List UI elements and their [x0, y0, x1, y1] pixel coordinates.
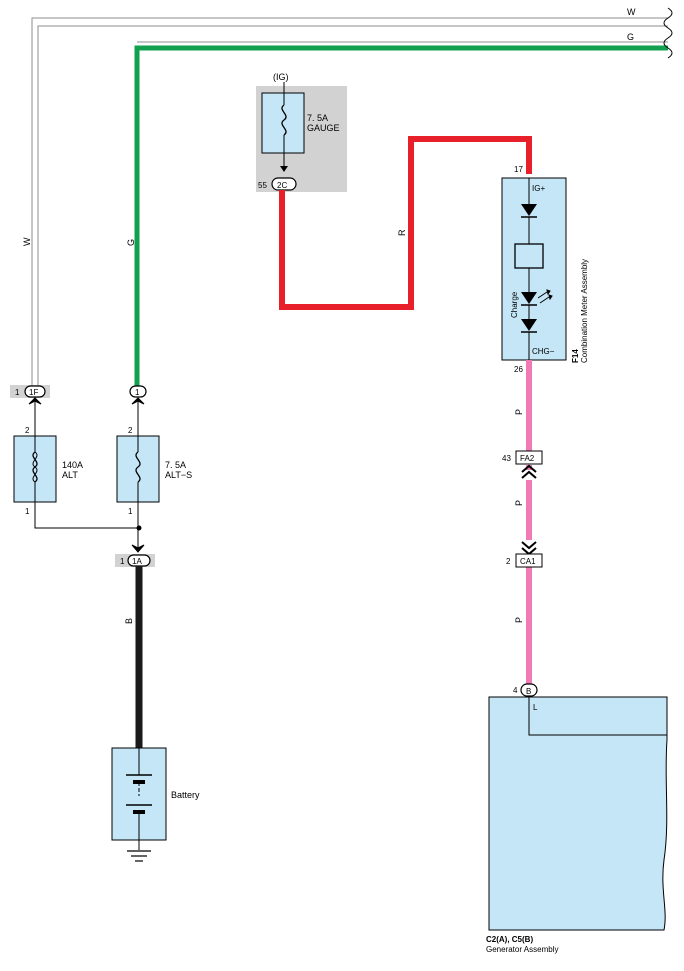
wire-w-top-label: W — [627, 7, 636, 17]
connector-b-pin: 4 — [513, 686, 518, 695]
connector-ca1-label: CA1 — [520, 557, 536, 566]
generator-terminal-label: L — [533, 703, 538, 712]
connector-1f-label: 1F — [29, 388, 38, 397]
wire-r — [279, 136, 532, 310]
fuse-alt-pin-bottom: 1 — [25, 507, 30, 516]
fuse-alts-name: ALT−S — [165, 470, 192, 480]
gauge-fuse-symbol — [281, 104, 287, 136]
fuse-alts-symbol — [135, 451, 141, 483]
wire-break-mark — [663, 7, 673, 59]
connector-1a-label: 1A — [132, 557, 142, 566]
connector-1f-pin: 1 — [15, 388, 20, 397]
wire-r-label: R — [397, 229, 407, 236]
gauge-fuse-rating: 7. 5A — [307, 113, 328, 123]
connector-fa2-pin: 43 — [502, 454, 511, 463]
connector-1-label: 1 — [135, 388, 140, 397]
wire-g-top-label: G — [627, 32, 634, 42]
connector-fa2-chevron-icon — [521, 464, 537, 479]
wire-b-label: B — [124, 618, 134, 624]
charge-led-icon — [521, 292, 537, 304]
gauge-fuse-ig-label: (IG) — [273, 72, 289, 82]
generator-code: C2(A), C5(B) — [486, 935, 533, 944]
meter-ig-label: IG+ — [532, 184, 545, 193]
wire-w-vertical-label: W — [22, 237, 32, 246]
gauge-fuse-box — [261, 92, 305, 154]
generator-name: Generator Assembly — [486, 945, 558, 954]
fuse-alts-pin-top: 2 — [128, 426, 133, 435]
fuse-alt-rating: 140A — [62, 460, 83, 470]
meter-pin-ig: 17 — [514, 165, 523, 174]
wire-g-vertical-label: G — [126, 239, 136, 246]
connector-ca1 — [515, 553, 543, 568]
wire-p2-label: P — [514, 500, 524, 506]
meter-ic-block — [514, 243, 544, 269]
splice-point — [136, 525, 142, 531]
fuse-alt-pin-top: 2 — [25, 426, 30, 435]
led-light-rays-icon — [537, 289, 553, 304]
gauge-fuse-pin: 55 — [258, 181, 267, 190]
connector-ca1-chevron-icon — [521, 541, 537, 556]
battery-icon — [126, 748, 152, 850]
connector-fa2 — [515, 450, 543, 465]
meter-code: F14 — [571, 349, 580, 363]
wire-w — [31, 17, 668, 386]
fuse-alts-rating: 7. 5A — [165, 460, 186, 470]
wire-p1-label: P — [514, 409, 524, 415]
fuse-alt-name: ALT — [62, 470, 78, 480]
wire-g — [134, 41, 668, 386]
meter-charge-label: Charge — [510, 291, 519, 318]
connector-b-label: B — [526, 687, 531, 696]
connector-1a-pin: 1 — [120, 557, 125, 566]
meter-name: Combination Meter Assembly — [580, 259, 589, 363]
connector-2c-label: 2C — [277, 181, 287, 190]
diode-1-icon — [521, 204, 537, 216]
gauge-fuse-name: GAUGE — [307, 123, 340, 133]
meter-chg-label: CHG− — [532, 347, 555, 356]
connector-ca1-pin: 2 — [506, 557, 511, 566]
ground-icon — [127, 850, 151, 862]
generator-box — [488, 696, 668, 931]
wire-p3-label: P — [514, 617, 524, 623]
battery-label: Battery — [171, 790, 200, 800]
connector-1 — [129, 385, 147, 398]
fuse-alts-pin-bottom: 1 — [128, 507, 133, 516]
connector-1f — [24, 385, 46, 398]
diode-2-icon — [521, 319, 537, 331]
meter-pin-chg: 26 — [514, 365, 523, 374]
connector-fa2-label: FA2 — [520, 454, 535, 463]
connector-b — [520, 683, 538, 697]
